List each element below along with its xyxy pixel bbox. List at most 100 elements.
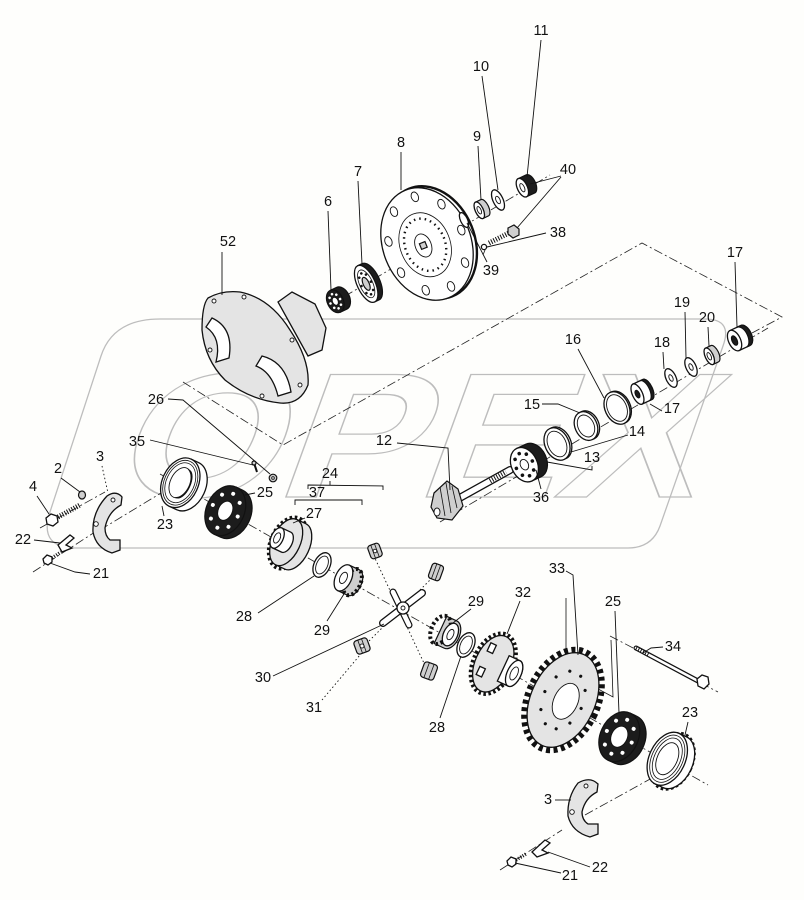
adjuster-groove: [649, 734, 686, 783]
callout-17-outer: 17: [727, 245, 743, 261]
part-18-washer: [664, 368, 678, 388]
callout-24: 24: [322, 466, 338, 482]
housing-hole: [289, 337, 295, 343]
adjuster-groove: [164, 462, 197, 504]
callout-29-left: 29: [314, 623, 330, 639]
ball: [332, 306, 336, 310]
ball: [620, 750, 625, 755]
leader-18: [662, 351, 665, 370]
part-33-ring-gear: [521, 646, 605, 754]
bearing-cap: [92, 492, 123, 554]
part-12-pinion: [430, 466, 514, 521]
bolt-thread: [56, 502, 82, 520]
part-22-lock-plate-right: [531, 839, 552, 858]
leader-29-left: [326, 593, 345, 622]
screw-head: [42, 554, 53, 566]
part-9-nut: [473, 198, 491, 220]
leader-32: [506, 600, 521, 635]
part-7-bearing: [353, 262, 384, 304]
leader-35: [149, 439, 254, 466]
pinion-spline: [488, 469, 508, 484]
phantom-outline: [182, 242, 783, 446]
cap-hole: [583, 783, 589, 789]
gear-tooth: [434, 565, 441, 581]
callout-19: 19: [674, 295, 690, 311]
pinion-shaft: [453, 467, 513, 503]
ring-gear-bolt-hole: [583, 688, 587, 693]
flange-hole: [384, 236, 393, 247]
leader-25-right: [614, 610, 620, 714]
ball: [513, 457, 517, 462]
ball: [369, 292, 373, 296]
part-36-bearing: [509, 442, 549, 483]
housing-body: [277, 291, 327, 357]
ball: [337, 307, 340, 310]
bolt-head: [45, 513, 59, 527]
part-11-nut: [515, 173, 538, 198]
part-29-side-gear-right: [428, 613, 462, 650]
ball: [329, 302, 332, 305]
callout-31: 31: [306, 700, 322, 716]
bearing-bore: [519, 458, 530, 471]
bolt-shank: [634, 646, 700, 683]
flange-hole: [389, 206, 399, 217]
nut-bore: [519, 183, 526, 193]
nut: [77, 490, 87, 500]
pinion-gear-small: [367, 542, 383, 560]
leader-21-left: [49, 562, 91, 575]
leader-15: [542, 403, 581, 414]
callout-15: 15: [524, 397, 540, 413]
callout-18: 18: [654, 335, 670, 351]
ball: [520, 473, 525, 477]
screw-thread: [515, 852, 527, 862]
callout-28-left: 28: [236, 609, 252, 625]
pinion-nose: [433, 507, 441, 517]
part-4-bolt: [45, 502, 82, 527]
bolt-34-axis: [609, 635, 719, 693]
leader-22-right: [547, 851, 591, 868]
part-14-ring: [543, 426, 573, 461]
leader-29-right: [452, 608, 472, 624]
callout-28-right: 28: [429, 720, 445, 736]
ball: [369, 280, 373, 283]
leader-28-left: [257, 575, 315, 614]
callout-34: 34: [665, 639, 681, 655]
ring-bore: [576, 414, 596, 438]
callout-20: 20: [699, 310, 715, 326]
ball: [371, 288, 375, 292]
part-23-adjuster-right: [646, 731, 696, 791]
callout-27: 27: [306, 506, 322, 522]
part-20-nut: [703, 344, 721, 366]
bearing-bore: [361, 276, 371, 291]
bearing-cap: [567, 779, 599, 838]
leader-23-right: [684, 721, 689, 736]
part-3-bearing-cap-left: [92, 492, 123, 554]
sleeve-hatch: [639, 378, 655, 402]
leader-21-right: [514, 862, 562, 874]
sleeve-bore: [730, 335, 739, 346]
gear-tooth: [445, 482, 452, 514]
watermark-border: [46, 318, 727, 549]
gear-bore: [446, 628, 455, 641]
leader-22-left: [33, 539, 61, 544]
part-38-clip: [480, 243, 488, 256]
leader-14: [570, 434, 629, 453]
ball: [531, 468, 536, 472]
part-10-washer: [490, 189, 506, 211]
bearing-bore: [610, 725, 629, 748]
bolt-head: [696, 674, 710, 690]
bearing-balls: [513, 451, 536, 478]
ball: [330, 292, 334, 296]
carrier-lugs: [266, 515, 310, 571]
o-ring: [458, 211, 470, 229]
leader-11: [526, 39, 542, 178]
ball: [609, 751, 614, 756]
bolt-thread: [487, 230, 511, 246]
cap-hole: [93, 521, 99, 527]
bearing-bore: [217, 500, 234, 521]
adjuster-bore: [655, 742, 680, 776]
ball: [602, 742, 607, 747]
flange-hub-step: [398, 212, 452, 278]
callout-21-right: 21: [562, 868, 578, 884]
callout-32: 32: [515, 585, 531, 601]
